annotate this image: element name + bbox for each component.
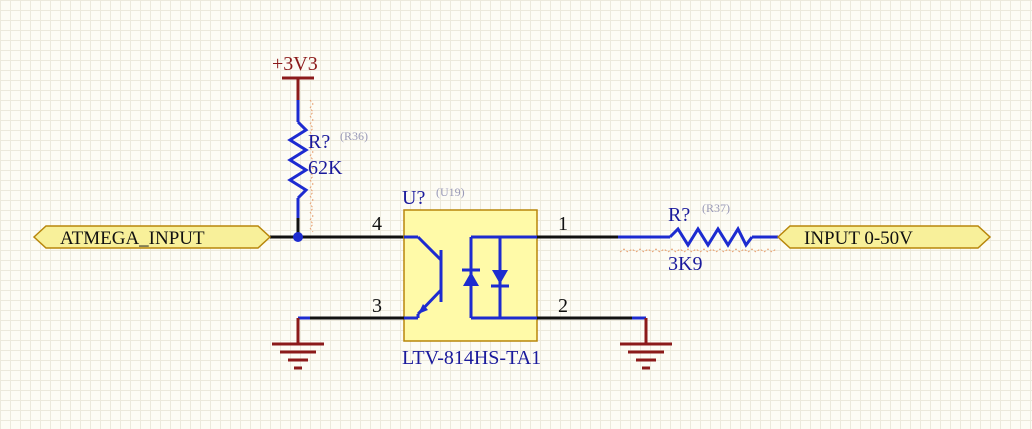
pin-number-4: 4 <box>372 213 382 235</box>
r36-designator: R? <box>308 131 330 153</box>
junction-dot <box>293 232 303 242</box>
pin-number-1: 1 <box>558 213 568 235</box>
r37-reference: (R37) <box>702 201 730 215</box>
net-ground-right[interactable] <box>537 316 672 370</box>
u19-reference: (U19) <box>436 185 465 199</box>
pin-number-3: 3 <box>372 295 382 317</box>
pin-number-2: 2 <box>558 295 568 317</box>
port-atmega-input-label: ATMEGA_INPUT <box>60 228 205 249</box>
phototransistor-symbol <box>416 235 443 318</box>
port-input-0-50v[interactable]: INPUT 0-50V <box>776 225 992 249</box>
net-ground-left[interactable] <box>272 316 404 370</box>
optocoupler-u19[interactable]: U? (U19) LTV-814HS-TA1 4 3 <box>372 185 568 369</box>
port-input-0-50v-label: INPUT 0-50V <box>804 228 913 249</box>
led-pair-symbol <box>462 235 522 320</box>
resistor-r37[interactable]: R? (R37) 3K9 <box>619 201 777 275</box>
power-symbol-3v3[interactable]: +3V3 <box>272 53 318 100</box>
u19-designator: U? <box>402 187 425 209</box>
r37-designator: R? <box>668 204 690 226</box>
resistor-r36[interactable]: R? (R36) 62K <box>287 99 368 233</box>
net-atmega-input[interactable] <box>270 218 404 242</box>
r36-reference: (R36) <box>340 129 368 143</box>
power-net-label: +3V3 <box>272 53 318 75</box>
r36-value: 62K <box>308 157 343 179</box>
port-atmega-input[interactable]: ATMEGA_INPUT <box>32 225 272 249</box>
r37-value: 3K9 <box>668 253 702 275</box>
u19-part-number: LTV-814HS-TA1 <box>402 347 541 369</box>
